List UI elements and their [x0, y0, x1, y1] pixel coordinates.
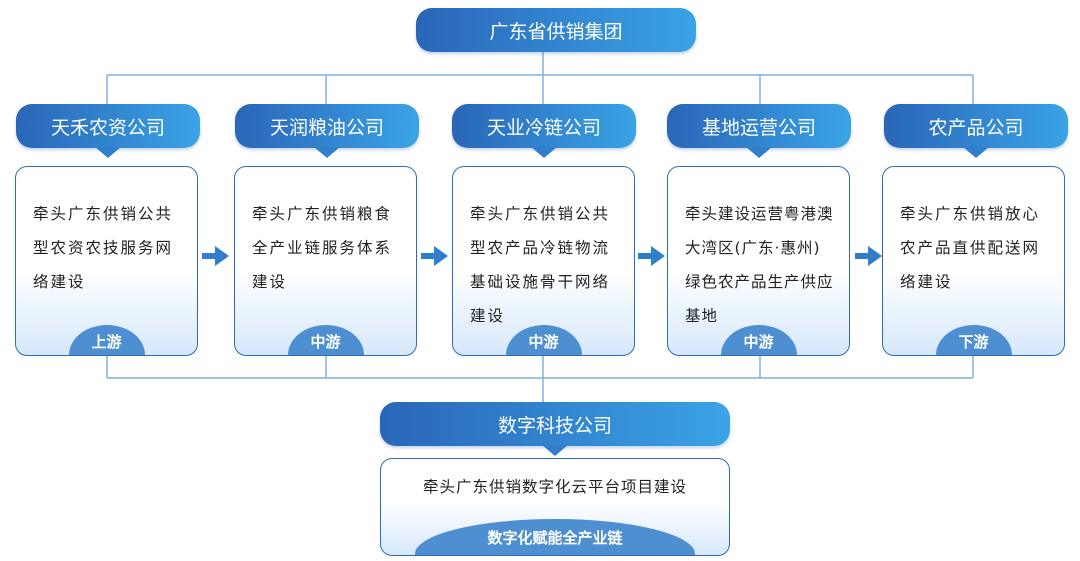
- flow-arrow-2: [421, 246, 448, 266]
- slogan-badge: 数字化赋能全产业链: [415, 519, 695, 555]
- digital-description: 牵头广东供销数字化云平台项目建设: [422, 478, 687, 496]
- digital-company-card: 牵头广东供销数字化云平台项目建设 数字化赋能全产业链: [380, 458, 730, 556]
- company-description: 牵头广东供销公共型农资农技服务网络建设: [33, 205, 174, 291]
- stage-label: 中游: [743, 333, 774, 351]
- company-description: 牵头建设运营粤港澳大湾区(广东·惠州)绿色农产品生产供应基地: [685, 205, 834, 325]
- flow-arrow-1: [202, 246, 229, 266]
- company-name: 天润粮油公司: [269, 116, 384, 139]
- company-header-tianhe: 天禾农资公司: [16, 104, 200, 158]
- group-header-label: 广东省供销集团: [489, 20, 623, 43]
- company-description: 牵头广东供销粮食全产业链服务体系建设: [252, 205, 393, 291]
- company-description: 牵头广东供销放心农产品直供配送网络建设: [900, 205, 1041, 291]
- digital-company-header: 数字科技公司: [380, 402, 730, 456]
- stage-badge: 下游: [935, 325, 1012, 355]
- company-header-tianye: 天业冷链公司: [452, 104, 636, 158]
- stage-badge: 中游: [287, 325, 364, 355]
- flow-arrow-3: [638, 246, 665, 266]
- group-header: 广东省供销集团: [416, 8, 696, 52]
- company-card-tianye: 牵头广东供销公共型农产品冷链物流基础设施骨干网络建设 中游: [452, 166, 635, 356]
- stage-label: 下游: [958, 333, 989, 351]
- company-card-tianrun: 牵头广东供销粮食全产业链服务体系建设 中游: [234, 166, 417, 356]
- company-name: 天业冷链公司: [486, 116, 601, 139]
- company-card-produce: 牵头广东供销放心农产品直供配送网络建设 下游: [882, 166, 1065, 356]
- stage-label: 中游: [310, 333, 341, 351]
- company-description: 牵头广东供销公共型农产品冷链物流基础设施骨干网络建设: [470, 205, 611, 325]
- slogan-label: 数字化赋能全产业链: [487, 529, 623, 547]
- stage-badge: 上游: [68, 325, 145, 355]
- company-name: 数字科技公司: [497, 414, 612, 437]
- company-card-tianhe: 牵头广东供销公共型农资农技服务网络建设 上游: [15, 166, 198, 356]
- company-header-produce: 农产品公司: [884, 104, 1068, 158]
- company-name: 天禾农资公司: [50, 116, 165, 139]
- stage-label: 中游: [528, 333, 559, 351]
- company-card-base: 牵头建设运营粤港澳大湾区(广东·惠州)绿色农产品生产供应基地 中游: [667, 166, 850, 356]
- company-name: 农产品公司: [928, 116, 1024, 139]
- stage-label: 上游: [91, 333, 122, 351]
- company-header-base: 基地运营公司: [667, 104, 851, 158]
- company-name: 基地运营公司: [701, 116, 816, 139]
- flow-arrow-4: [855, 246, 882, 266]
- company-header-tianrun: 天润粮油公司: [235, 104, 419, 158]
